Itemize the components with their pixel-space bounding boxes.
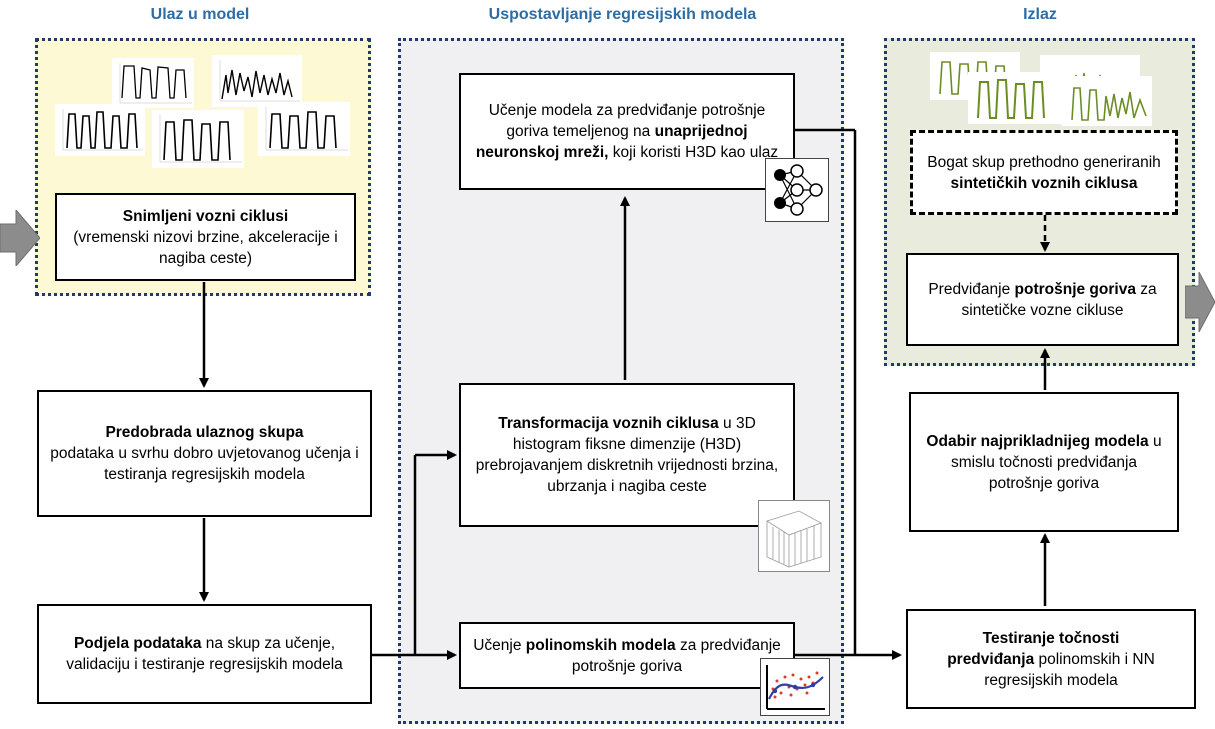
data-split-title: Podjela podataka <box>73 635 202 652</box>
model-selection-box: Odabir najprikladnijeg modela u smislu t… <box>909 392 1179 532</box>
recorded-cycles-box: Snimljeni vozni ciklusi (vremenski nizovi… <box>55 193 356 281</box>
data-split-box: Podjela podataka na skup za učenje, vali… <box>37 604 372 704</box>
input-block-arrow <box>0 210 40 266</box>
preprocessing-text: podataka u svrhu dobro uvjetovanog učenj… <box>50 445 359 483</box>
testing-title-1: Testiranje točnosti <box>982 629 1120 647</box>
neural-network-icon <box>765 158 829 222</box>
data-split-text: na skup za učenje, validaciju i testiran… <box>66 635 343 673</box>
polynomial-learning-text-1: Učenje <box>473 636 522 654</box>
output-block-arrow <box>1185 272 1215 332</box>
polynomial-learning-box: Učenje polinomskih modela za predviđanje… <box>459 622 795 689</box>
synthetic-cycle-plot-4 <box>1062 76 1152 126</box>
driving-cycle-plot-4 <box>152 110 244 168</box>
synthetic-cycles-box: Bogat skup prethodno generiranih sinteti… <box>910 130 1178 215</box>
polynomial-fit-icon <box>760 658 830 716</box>
nn-learning-bold: unaprijednoj neuronskoj mreži, <box>475 123 748 161</box>
fuel-prediction-text-2: za sintetičke vozne cikluse <box>961 280 1157 319</box>
driving-cycle-plot-2 <box>212 55 302 107</box>
transformation-text: u 3D histogram fiksne dimenzije (H3D) pr… <box>475 415 779 495</box>
recorded-cycles-text: (vremenski nizovi brzine, akceleracije i… <box>73 228 338 267</box>
nn-learning-text-1: Učenje modela za predviđanje potrošnje g… <box>488 102 766 140</box>
recorded-cycles-title: Snimljeni vozni ciklusi <box>122 207 289 225</box>
nn-learning-text-2: koji koristi H3D kao ulaz <box>612 144 779 161</box>
driving-cycle-plot-5 <box>258 102 350 156</box>
fuel-prediction-bold: potrošnje goriva <box>1014 280 1136 298</box>
preprocessing-box: Predobrada ulaznog skupa podataka u svrhu… <box>37 390 372 517</box>
model-selection-text: u smislu točnosti predviđanja potrošnje … <box>950 432 1162 492</box>
middle-column-title: Uspostavljanje regresijskih modela <box>488 6 757 23</box>
fuel-prediction-text-1: Predviđanje <box>928 280 1011 298</box>
synthetic-cycle-plot-3 <box>968 72 1064 124</box>
driving-cycle-plot-3 <box>55 104 145 156</box>
polynomial-learning-text-2: za predviđanje potrošnje goriva <box>571 636 781 675</box>
driving-cycle-plot-1 <box>112 58 194 108</box>
testing-text: polinomskih i NN regresijskih modela <box>984 650 1155 689</box>
preprocessing-title: Predobrada ulaznog skupa <box>105 424 304 441</box>
fuel-prediction-box: Predviđanje potrošnje goriva za sintetič… <box>906 253 1179 346</box>
transformation-box: Transformacija voznih ciklusa u 3D histo… <box>459 383 795 527</box>
transformation-title: Transformacija voznih ciklusa <box>498 415 719 432</box>
synthetic-cycles-bold: sintetičkih voznih ciklusa <box>950 174 1138 192</box>
output-column-title: Izlaz <box>1023 6 1057 23</box>
testing-title-2: predviđanja <box>947 650 1035 668</box>
testing-box: Testiranje točnosti predviđanja polinomsk… <box>906 609 1196 709</box>
polynomial-learning-bold: polinomskih modela <box>525 636 676 654</box>
input-column-title: Ulaz u model <box>150 6 250 23</box>
histogram-3d-icon <box>758 500 830 572</box>
nn-learning-box: Učenje modela za predviđanje potrošnje g… <box>459 73 795 190</box>
model-selection-title: Odabir najprikladnijeg modela <box>926 432 1149 450</box>
synthetic-cycles-text: Bogat skup prethodno generiranih <box>927 153 1161 171</box>
